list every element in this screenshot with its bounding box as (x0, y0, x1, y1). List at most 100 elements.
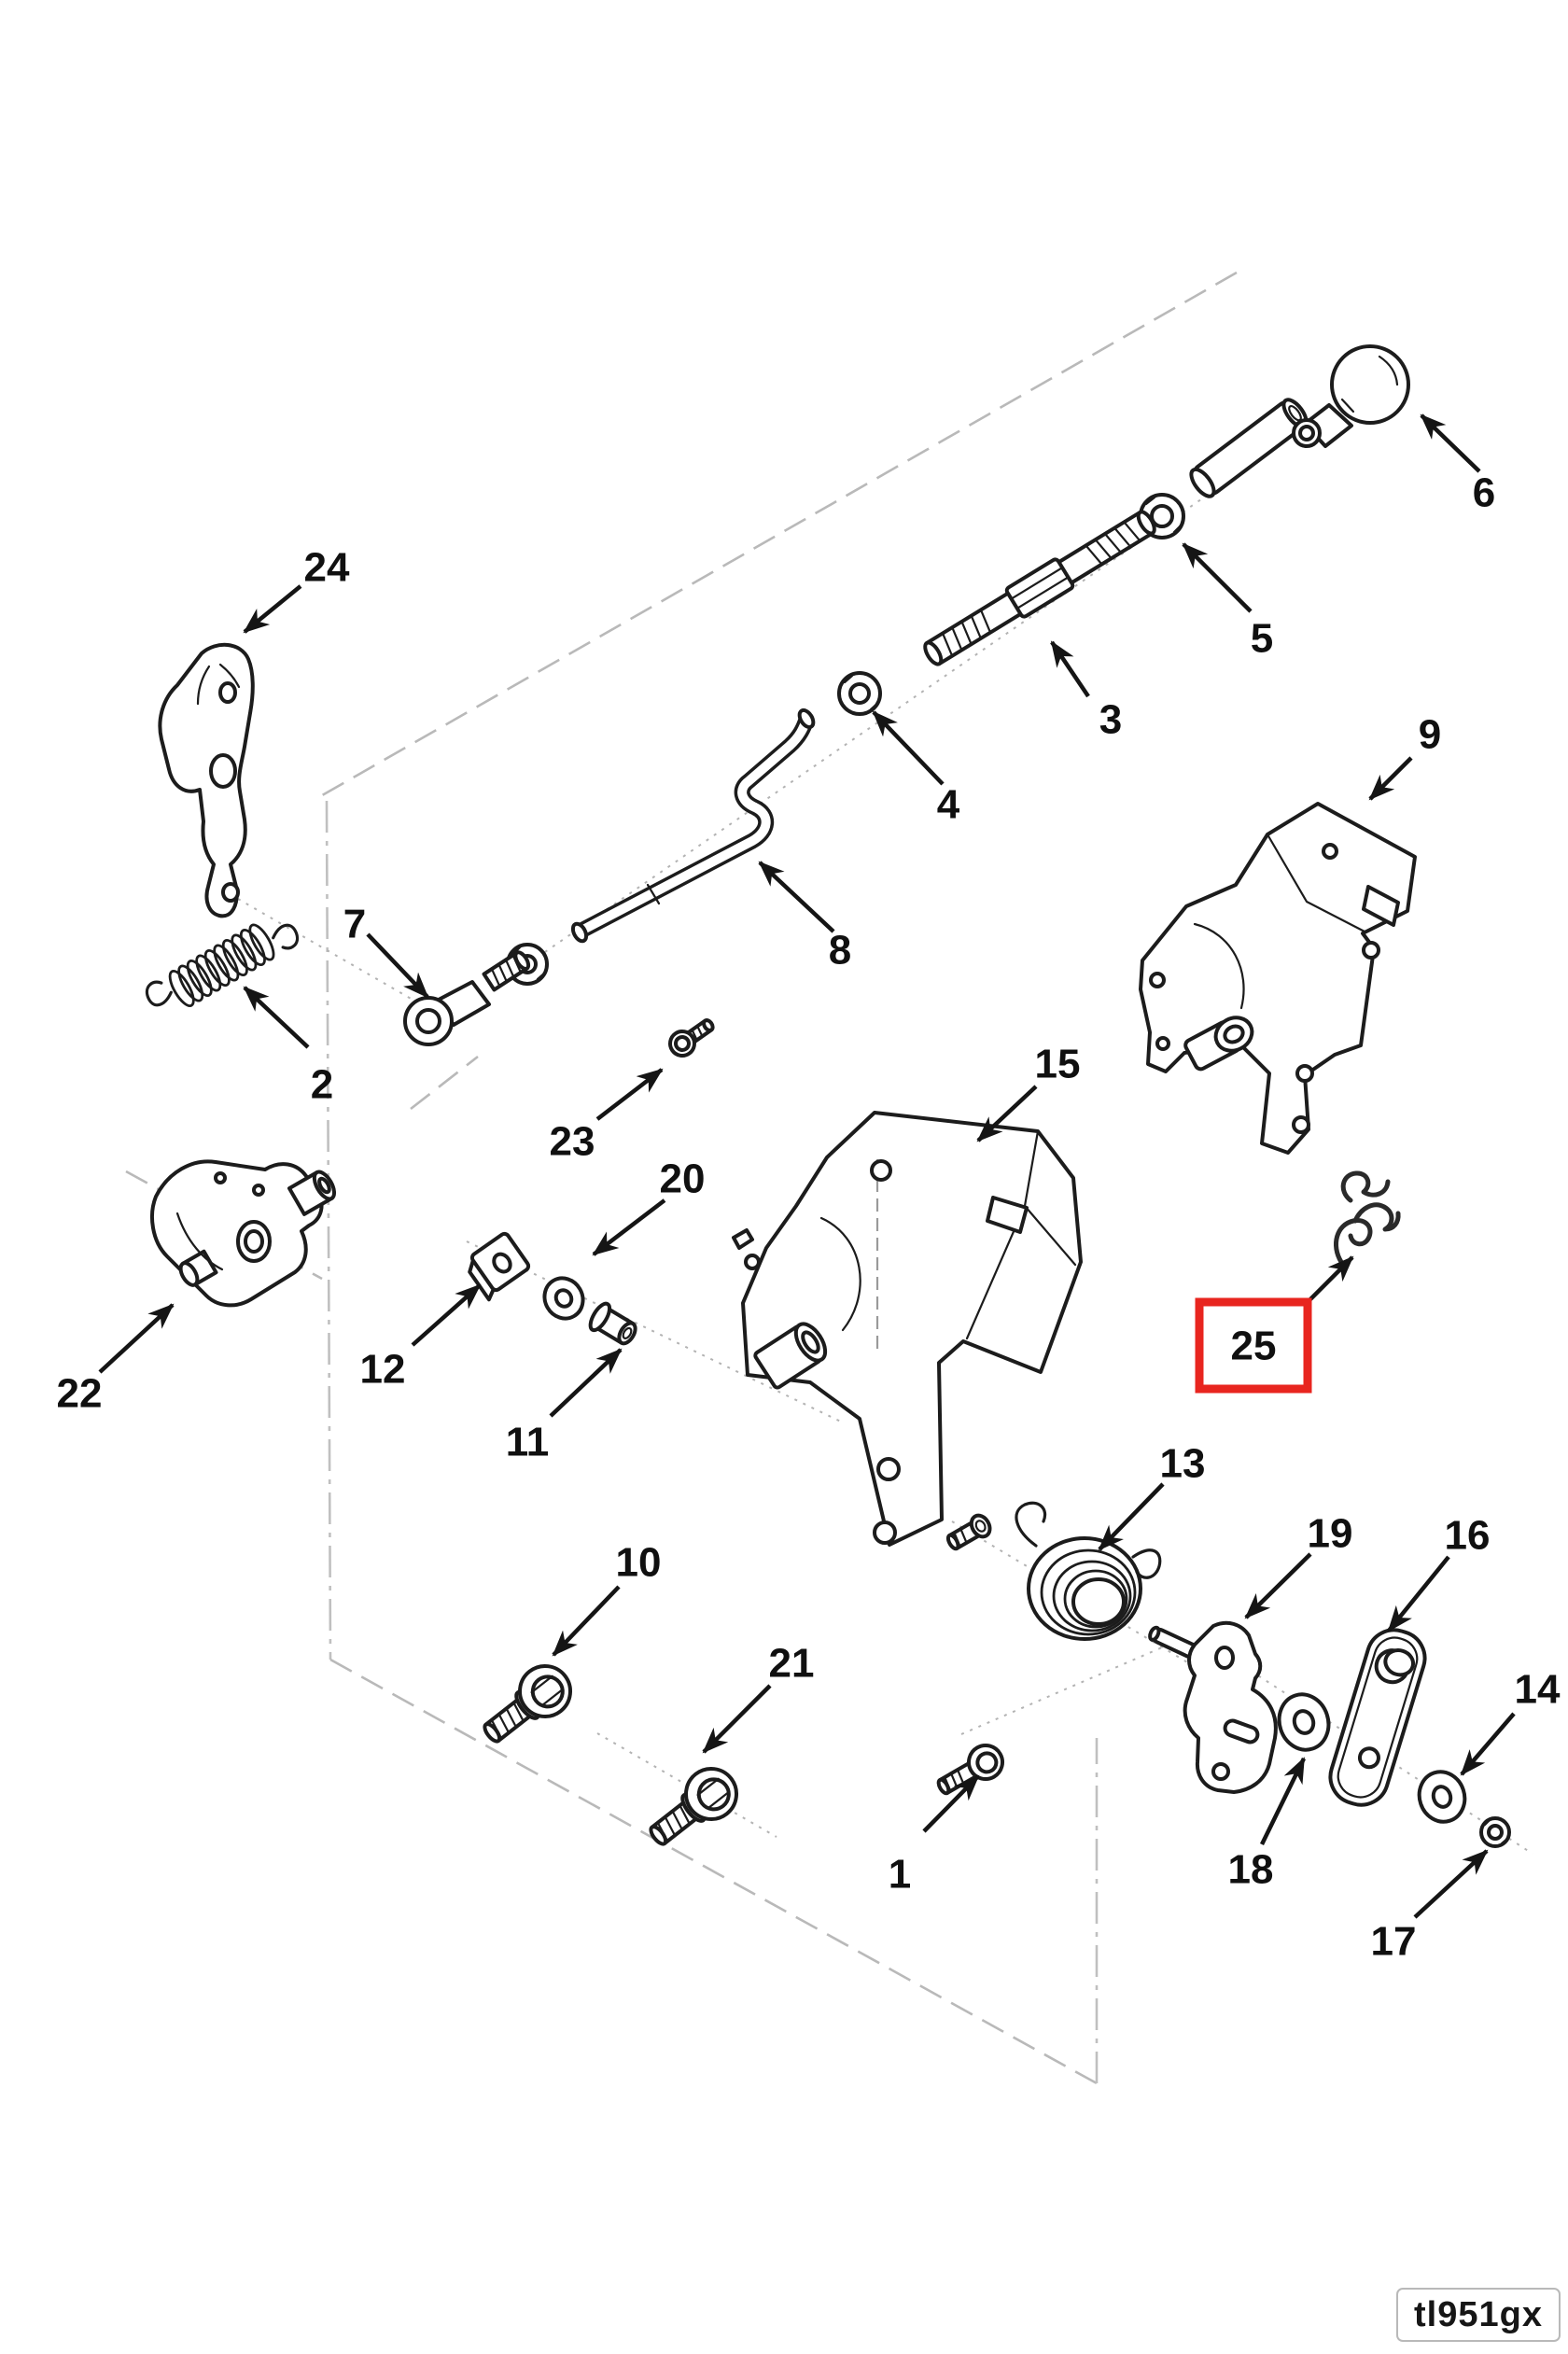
part-number-3: 3 (1099, 697, 1122, 743)
part-number-19: 19 (1308, 1511, 1353, 1557)
callout-part-17: 17 (1371, 1849, 1489, 1965)
part-number-11: 11 (506, 1420, 550, 1465)
part-number-10: 10 (616, 1540, 662, 1586)
leader-arrow-25 (1303, 1255, 1354, 1307)
part-20-washer-drawing (542, 1276, 585, 1321)
callout-part-1: 1 (889, 1774, 980, 1898)
part-25-clip-drawing (1334, 1170, 1401, 1265)
callout-part-9: 9 (1368, 712, 1441, 801)
callout-part-10: 10 (552, 1540, 662, 1657)
part-number-13: 13 (1160, 1441, 1206, 1487)
part-14-washer-drawing (1417, 1770, 1467, 1824)
callout-layer: 1234567891011121314151617181920212223242… (57, 413, 1561, 1965)
part-number-23: 23 (550, 1119, 595, 1165)
callout-part-4: 4 (872, 710, 960, 828)
part-21-bolt-drawing (649, 1767, 738, 1846)
highlight-box (1195, 1297, 1312, 1394)
part-number-21: 21 (769, 1641, 815, 1687)
part-24-lever-drawing (158, 642, 255, 918)
part-number-2: 2 (311, 1062, 333, 1108)
part-8-rod-drawing (570, 708, 816, 944)
leader-arrow-21 (702, 1684, 772, 1754)
leader-arrow-11 (549, 1348, 623, 1418)
callout-part-22: 22 (57, 1303, 175, 1417)
part-number-20: 20 (660, 1156, 706, 1202)
callout-part-3: 3 (1050, 640, 1122, 743)
leader-arrow-18 (1259, 1757, 1307, 1845)
part-number-22: 22 (57, 1371, 103, 1417)
part-9-bracket-drawing (1139, 802, 1417, 1155)
callout-part-12: 12 (360, 1283, 482, 1393)
part-10-bolt-drawing (483, 1664, 572, 1744)
leader-arrow-20 (592, 1198, 666, 1256)
callout-part-7: 7 (343, 902, 429, 999)
leader-arrow-23 (595, 1068, 664, 1121)
part-number-12: 12 (360, 1347, 406, 1393)
leader-arrow-2 (243, 986, 310, 1049)
part-number-14: 14 (1515, 1667, 1561, 1713)
part-6-ball-joint-drawing (1189, 344, 1410, 498)
part-17-nut-drawing (1479, 1816, 1511, 1848)
leader-arrow-3 (1050, 640, 1090, 698)
leader-arrow-22 (98, 1303, 175, 1374)
part-number-6: 6 (1473, 470, 1495, 516)
part-13-torsion-spring-drawing (1015, 1501, 1162, 1641)
part-15-bracket-drawing (732, 1111, 1083, 1547)
part-2-spring-drawing (145, 923, 300, 1008)
part-18-washer-drawing (1277, 1692, 1331, 1752)
callout-part-2: 2 (243, 986, 333, 1108)
shoulder-bolt-drawing (945, 1513, 992, 1551)
leader-arrow-1 (922, 1774, 980, 1833)
part-1-bolt-drawing (936, 1744, 1004, 1796)
leader-arrow-5 (1182, 542, 1253, 613)
leader-arrow-19 (1244, 1552, 1312, 1619)
leader-arrow-6 (1420, 413, 1481, 473)
callout-part-5: 5 (1182, 542, 1273, 662)
part-7-rod-end-drawing (403, 950, 531, 1046)
part-number-25: 25 (1231, 1324, 1277, 1369)
leader-arrow-7 (366, 932, 429, 999)
callout-part-13: 13 (1098, 1441, 1206, 1551)
watermark: tl951gx (1396, 2288, 1561, 2342)
part-19-plate-drawing (1148, 1620, 1278, 1794)
callout-part-19: 19 (1244, 1511, 1353, 1619)
part-number-24: 24 (304, 545, 350, 591)
callout-part-24: 24 (243, 545, 350, 634)
callout-part-14: 14 (1460, 1667, 1561, 1776)
leader-arrow-10 (552, 1585, 621, 1657)
part-11-bushing-drawing (588, 1301, 637, 1346)
leader-arrow-8 (758, 861, 835, 933)
callout-part-20: 20 (592, 1156, 706, 1256)
part-number-5: 5 (1251, 616, 1273, 662)
part-number-16: 16 (1445, 1513, 1491, 1559)
assembly-centerlines (237, 361, 1533, 1855)
callout-part-15: 15 (976, 1042, 1081, 1142)
part-22-block-drawing (150, 1159, 337, 1308)
callout-part-11: 11 (506, 1348, 623, 1465)
leader-arrow-12 (411, 1283, 482, 1347)
callout-part-6: 6 (1420, 413, 1495, 516)
callout-part-23: 23 (550, 1068, 664, 1165)
part-3-rod-drawing (923, 510, 1156, 666)
leader-arrow-17 (1413, 1849, 1489, 1919)
leader-arrow-4 (872, 710, 945, 786)
part-number-7: 7 (343, 902, 366, 947)
callout-part-21: 21 (702, 1641, 815, 1754)
part-23-bolt-drawing (668, 1018, 715, 1058)
part-number-1: 1 (889, 1852, 911, 1898)
callout-part-18: 18 (1228, 1757, 1307, 1893)
part-number-18: 18 (1228, 1847, 1274, 1893)
leader-arrow-13 (1098, 1482, 1165, 1551)
part-number-9: 9 (1419, 712, 1441, 758)
leader-arrow-14 (1460, 1712, 1516, 1776)
leader-arrow-16 (1387, 1555, 1450, 1632)
callout-part-25: 25 (1195, 1255, 1354, 1394)
part-number-4: 4 (937, 782, 960, 828)
part-number-15: 15 (1035, 1042, 1081, 1087)
callout-part-16: 16 (1387, 1513, 1491, 1632)
part-16-strap-drawing (1328, 1628, 1427, 1807)
leader-arrow-24 (243, 584, 302, 634)
part-number-17: 17 (1371, 1919, 1417, 1965)
